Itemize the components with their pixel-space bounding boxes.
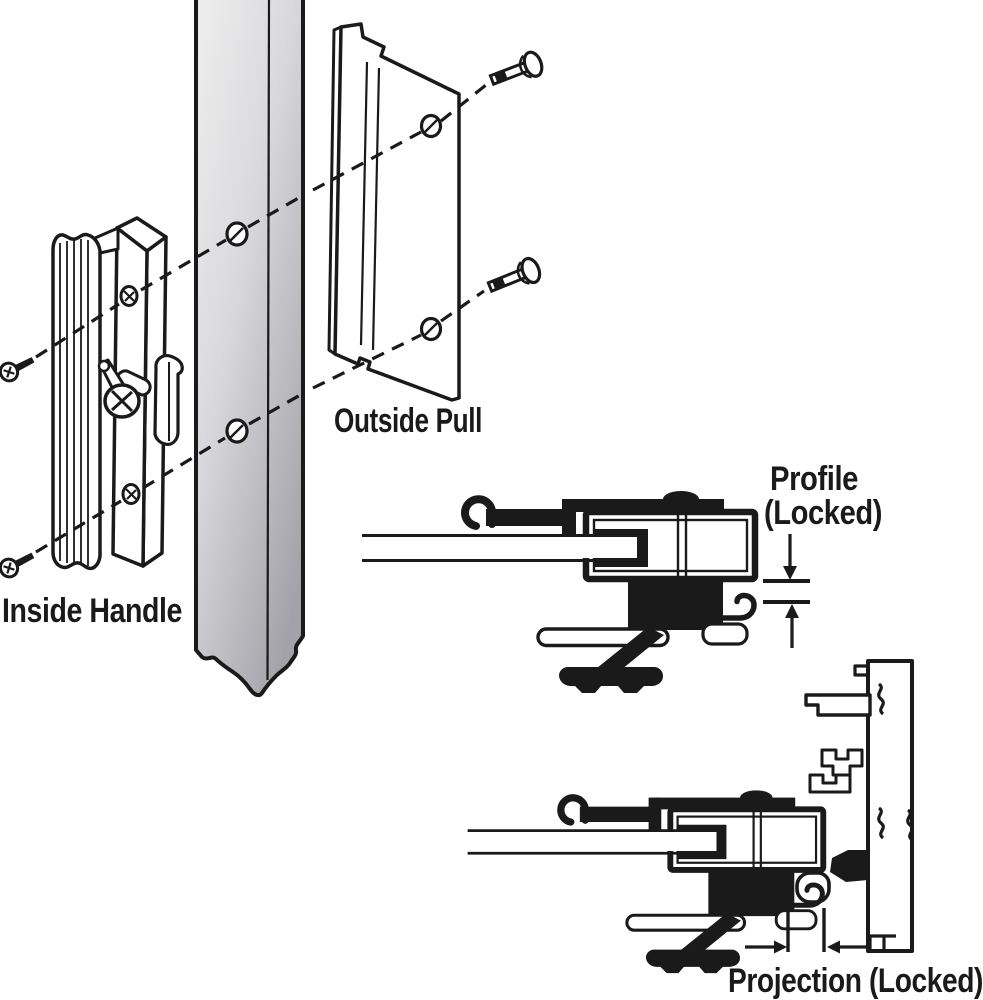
door-jamb-cross-section (795, 659, 914, 953)
jamb-interlock (808, 773, 852, 794)
pull-front-face (333, 22, 461, 402)
screw-collar (493, 69, 508, 84)
dash-segment (140, 238, 227, 292)
pull-groove-line (359, 61, 369, 346)
plate-screw-hole-top (119, 285, 139, 307)
dash-segment (312, 333, 422, 390)
jamb-bottom-return (868, 934, 896, 949)
door-stile-illustration (194, 0, 305, 698)
profile-locked-label-line1: Profile (770, 460, 858, 498)
arrowhead-up-icon (785, 604, 799, 618)
screw-collar (491, 276, 506, 291)
keeper-clip (153, 354, 184, 446)
jamb-top-lip (853, 664, 868, 677)
screw-head (522, 50, 544, 78)
dash-segment (35, 499, 122, 554)
door-stile-body (194, 0, 305, 698)
dash-segment (440, 83, 487, 123)
profile-locked-cross-section (362, 491, 810, 693)
stile-detail-line (266, 0, 271, 681)
projection-locked-cross-section (468, 659, 914, 973)
grip-ridge-lines (59, 239, 89, 566)
profile-dimension-arrows (763, 534, 810, 648)
dash-segment (248, 392, 303, 426)
inside-handle-label: Inside Handle (2, 592, 182, 630)
jamb-flex-fin (877, 806, 885, 840)
phillips-slot-icon (6, 562, 12, 574)
projection-locked-label: Projection (Locked) (728, 962, 983, 1000)
jamb-flex-fin (877, 682, 885, 716)
mounting-screw-right-top (488, 50, 544, 87)
outside-pull-illustration (327, 22, 461, 402)
inside-handle-illustration (51, 216, 184, 571)
stile-screw-hole-top (225, 221, 249, 247)
stile-screw-hole-bottom (225, 418, 249, 444)
screw-head-rim (518, 54, 532, 79)
dash-segment (247, 194, 303, 229)
machine-screw-left-bottom (0, 552, 35, 579)
outside-pull-label: Outside Pull (334, 402, 482, 440)
phillips-slot-icon (110, 390, 134, 412)
jamb-flange (804, 693, 872, 717)
screw-head (520, 256, 542, 285)
latch-lever (97, 358, 152, 419)
projection-dimension-arrows (745, 908, 869, 954)
screw-head-rim (516, 261, 530, 285)
jamb-interlock (820, 748, 864, 777)
arrowhead-left-icon (827, 940, 840, 954)
pull-screw-hole-top (419, 113, 443, 139)
dash-segment (35, 302, 120, 359)
alignment-dashed-lines (35, 83, 487, 554)
dash-segment (440, 289, 485, 323)
jamb-channel (866, 659, 914, 953)
screw-shaft (13, 552, 35, 568)
phillips-slot-icon (6, 366, 12, 378)
profile-locked-label-line2: (Locked) (764, 494, 882, 532)
arrowhead-right-icon (774, 940, 787, 954)
jamb-strike-wedge (830, 850, 868, 882)
plate-screw-hole-bottom (121, 483, 141, 505)
jamb-flex-fin (906, 808, 914, 842)
pull-groove-line (371, 67, 381, 351)
mounting-screw-right-bottom (486, 256, 542, 294)
dash-segment (142, 436, 226, 490)
arrowhead-down-icon (783, 566, 797, 580)
latch-pivot (97, 359, 111, 373)
pull-screw-hole-bottom (419, 316, 443, 342)
screw-shaft (13, 357, 35, 372)
machine-screw-left-top (0, 357, 35, 383)
